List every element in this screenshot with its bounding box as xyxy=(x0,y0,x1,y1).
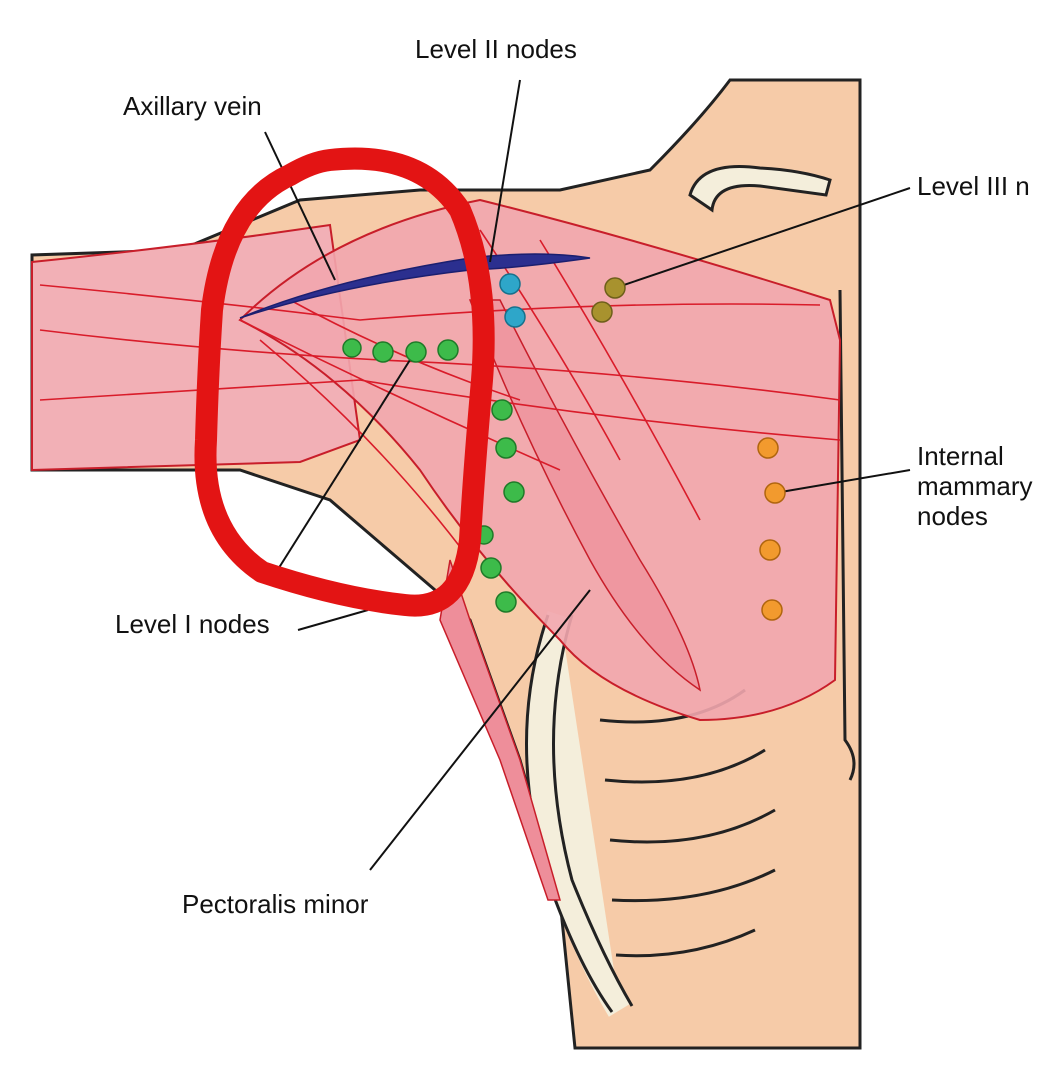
label-level-i-nodes: Level I nodes xyxy=(115,609,270,639)
leader-internal-mammary xyxy=(774,469,911,494)
internal-mammary-nodes xyxy=(757,437,786,621)
leader-axillary-vein xyxy=(264,131,336,281)
node-level-i xyxy=(491,399,513,421)
rib xyxy=(615,928,756,958)
node-internal-mammary xyxy=(757,437,779,459)
label-level-ii-nodes: Level II nodes xyxy=(415,34,577,64)
node-internal-mammary xyxy=(761,599,783,621)
node-level-ii xyxy=(504,306,526,328)
node-level-iii xyxy=(604,277,626,299)
leader-level-i-lower xyxy=(297,609,369,631)
node-level-i xyxy=(480,557,502,579)
serratus-strip xyxy=(439,559,561,901)
node-level-i xyxy=(495,437,517,459)
node-level-ii xyxy=(499,273,521,295)
node-level-i xyxy=(405,341,427,363)
node-level-i xyxy=(372,341,394,363)
clavicle xyxy=(688,165,832,213)
sternum-edge xyxy=(838,289,856,781)
node-level-iii xyxy=(591,301,613,323)
label-pectoralis-minor: Pectoralis minor xyxy=(182,889,369,919)
leader-level-ii xyxy=(489,79,521,263)
node-level-i xyxy=(437,339,459,361)
node-internal-mammary xyxy=(759,539,781,561)
rib xyxy=(611,868,776,903)
node-level-i xyxy=(342,338,362,358)
level-iii-nodes xyxy=(591,277,626,323)
label-axillary-vein: Axillary vein xyxy=(123,91,262,121)
node-level-i xyxy=(495,591,517,613)
level-ii-nodes xyxy=(499,273,526,328)
leader-pectoralis-minor xyxy=(369,589,591,871)
leader-level-i xyxy=(269,351,416,583)
rib xyxy=(609,808,776,844)
label-internal-mammary-nodes: Internal mammary nodes xyxy=(917,442,1033,531)
rib xyxy=(527,611,632,1017)
level-i-nodes xyxy=(342,338,525,613)
axillary-vein xyxy=(239,253,591,319)
label-level-iii-nodes: Level III n xyxy=(917,171,1030,201)
leader-level-iii xyxy=(614,187,911,289)
rib-cage xyxy=(525,289,856,1017)
pectoralis-minor xyxy=(468,299,702,692)
annotation-circle xyxy=(194,147,495,617)
node-internal-mammary xyxy=(764,482,786,504)
rib-outline xyxy=(552,614,634,1007)
rib xyxy=(604,748,766,784)
node-level-i xyxy=(503,481,525,503)
leader-lines xyxy=(264,79,911,871)
